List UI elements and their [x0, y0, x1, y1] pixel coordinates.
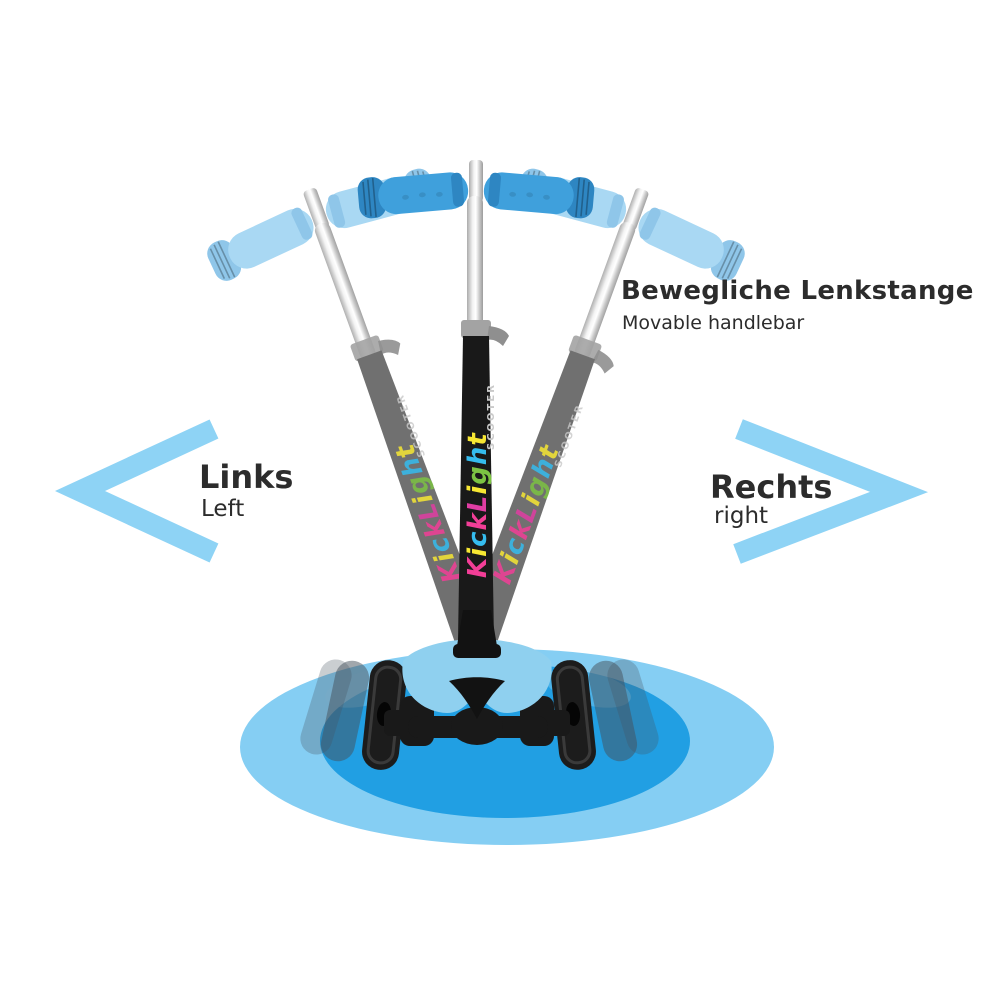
grip [378, 172, 469, 215]
grip-collar [606, 194, 624, 228]
stem-post [303, 188, 329, 231]
steering-clamp-base [453, 644, 501, 658]
stem-clamp [461, 320, 491, 338]
stem-lower-tube [461, 350, 595, 647]
title-german: Bewegliche Lenkstange [621, 276, 974, 306]
label-links: Links [199, 458, 294, 496]
clamp-lever [378, 339, 401, 355]
grip [228, 208, 314, 269]
stem-post [469, 160, 483, 202]
stem-upper-tube [314, 222, 376, 360]
title-english: Movable handlebar [622, 312, 805, 334]
undercarriage [384, 696, 570, 746]
grip-end-cap [565, 177, 595, 219]
grip-left [207, 207, 314, 281]
stem-upper-tube [574, 222, 636, 359]
stem-upper-tube [467, 196, 483, 340]
left-chevron-icon [54, 419, 219, 563]
front-wheel-right [551, 660, 596, 770]
grip-collar [639, 207, 661, 240]
stem-lower-tube [357, 350, 491, 647]
clamp-lever [487, 326, 509, 346]
right-chevron-icon [733, 419, 929, 564]
grip [638, 208, 724, 269]
label-right: right [714, 503, 769, 529]
grip-left [357, 172, 469, 219]
grip [483, 172, 574, 215]
brand-logo: KickLight [390, 439, 468, 587]
grip-collar [291, 207, 313, 240]
deck-notch [449, 677, 505, 719]
clamp-lever [591, 349, 614, 374]
label-rechts: Rechts [710, 468, 833, 506]
stem-post [623, 188, 649, 231]
handlebar-position-left: KickLight SCOOTER [207, 168, 491, 647]
brand-sub-label: SCOOTER [486, 383, 497, 450]
brand-logo: KickLight [488, 440, 566, 588]
deck-front [402, 639, 552, 713]
grip-collar [328, 194, 346, 228]
grip-collar [487, 172, 502, 207]
grip-right [638, 207, 745, 281]
stem-lower-tube [458, 336, 494, 640]
label-left: Left [201, 496, 245, 522]
brand-logo: KickLight [463, 432, 493, 578]
steering-clamp [457, 610, 497, 646]
handlebar-position-center: KickLight SCOOTER [357, 160, 595, 640]
handlebar-position-right: KickLight SCOOTER [461, 168, 745, 647]
grip-right [483, 172, 595, 219]
ghost-wheels-inner [320, 660, 638, 762]
grip-end-cap [357, 177, 387, 219]
grip-collar [450, 172, 465, 207]
